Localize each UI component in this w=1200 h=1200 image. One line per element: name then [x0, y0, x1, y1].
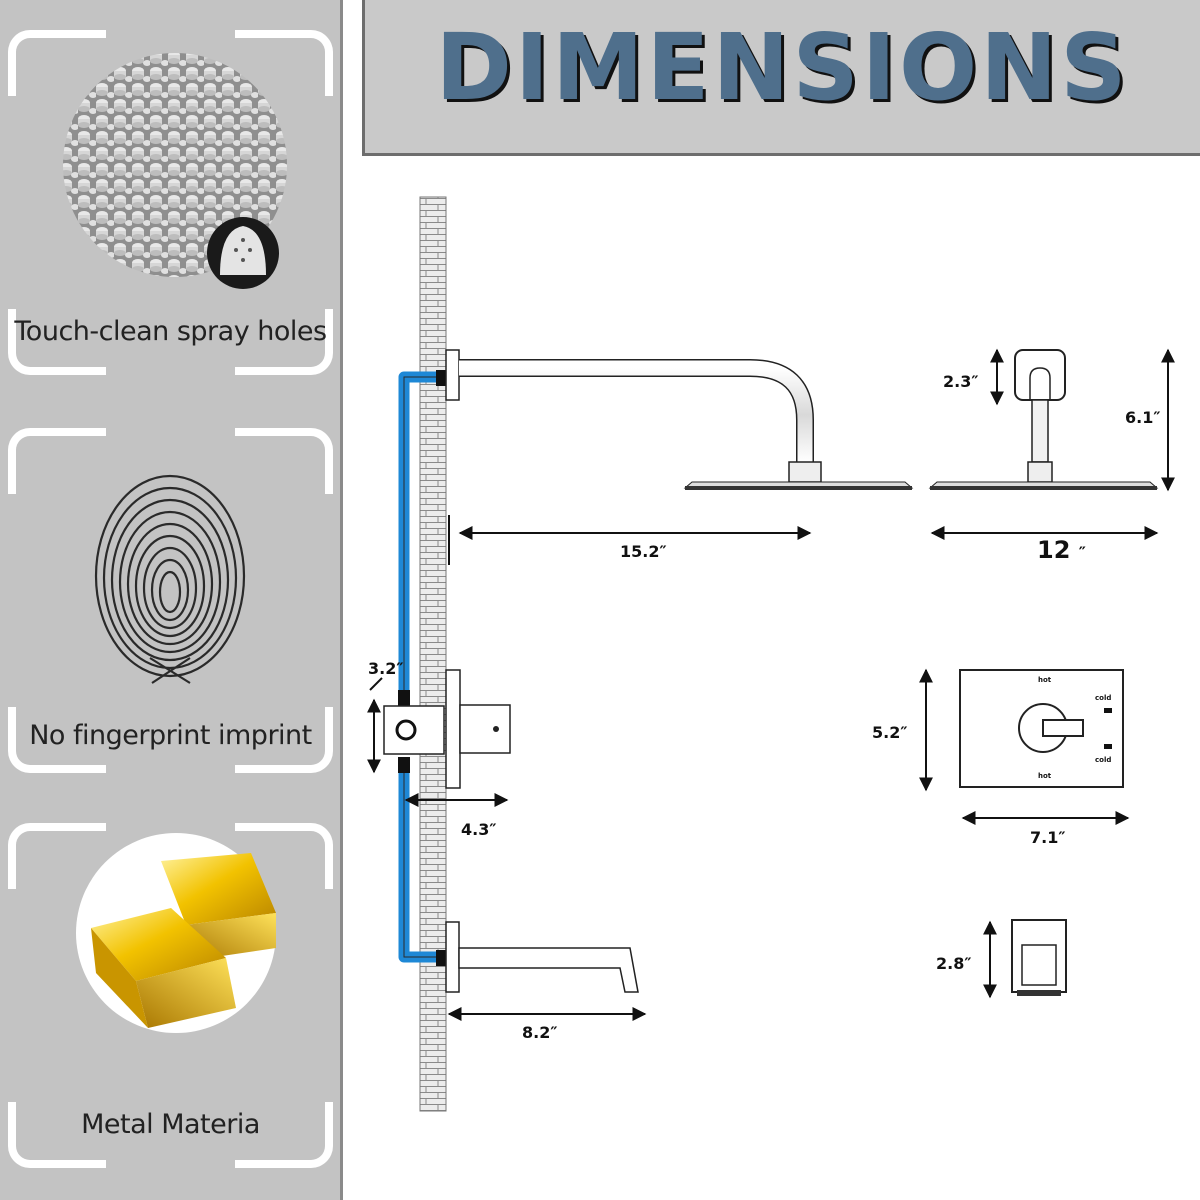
feature-spray-holes: Touch-clean spray holes: [8, 30, 333, 375]
trim-label-hot-top: hot: [1038, 676, 1052, 684]
dim-spout-length: 8.2″: [522, 1023, 558, 1042]
feature-caption-spray: Touch-clean spray holes: [14, 316, 327, 347]
trim-label-hot-bottom: hot: [1038, 772, 1052, 780]
fingerprint-icon: [94, 474, 246, 684]
gold-bars-icon: [76, 833, 276, 1033]
feature-caption-metal: Metal Materia: [81, 1109, 260, 1140]
tub-spout-front: [1011, 919, 1067, 996]
dim-head-height: 6.1″: [1125, 408, 1161, 427]
title-banner: DIMENSIONS: [362, 0, 1200, 156]
feature-caption-fingerprint: No fingerprint imprint: [29, 720, 312, 751]
feature-sidebar: Touch-clean spray holes No fingerprint i…: [0, 0, 343, 1200]
page-title: DIMENSIONS: [435, 14, 1130, 121]
trim-label-cold-bottom: cold: [1095, 756, 1112, 764]
spray-nozzle-pellets-icon: [63, 53, 287, 289]
shower-head-front: [928, 349, 1159, 490]
dim-head-width: 12 ″: [1037, 536, 1086, 564]
dim-arm-length: 15.2″: [620, 542, 667, 561]
valve-side: [383, 669, 511, 789]
tub-spout-side: [436, 921, 639, 993]
brick-wall: [419, 196, 447, 1112]
valve-trim-front: [959, 669, 1124, 788]
trim-label-cold-top: cold: [1095, 694, 1112, 702]
dim-valve-depth: 3.2″: [368, 659, 404, 678]
dim-trim-width: 7.1″: [1030, 828, 1066, 847]
feature-metal: Metal Materia: [8, 823, 333, 1168]
dim-trim-height: 5.2″: [872, 723, 908, 742]
dim-flange-height: 2.3″: [943, 372, 979, 391]
dim-spout-height: 2.8″: [936, 954, 972, 973]
shower-arm-side: [436, 349, 914, 490]
feature-fingerprint: No fingerprint imprint: [8, 428, 333, 773]
dim-valve-extension: 4.3″: [461, 820, 497, 839]
